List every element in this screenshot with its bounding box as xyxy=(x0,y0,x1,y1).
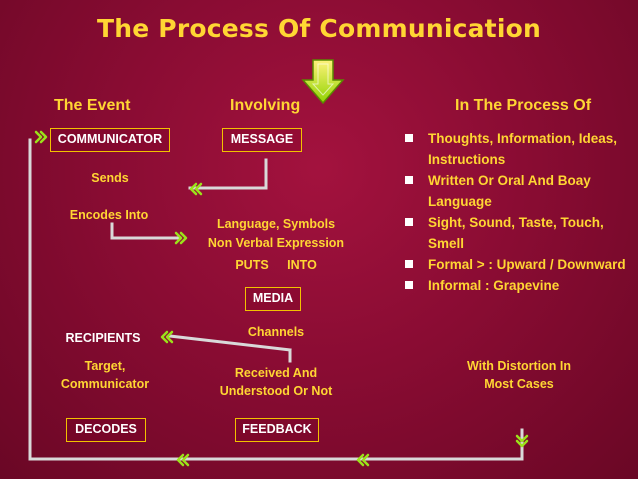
chevron-down-icon xyxy=(515,434,529,448)
chevron-left-icon xyxy=(176,453,190,467)
bullet-square-icon xyxy=(405,218,413,226)
bullet-square-icon xyxy=(405,134,413,142)
puts-label: PUTS xyxy=(235,258,269,272)
bullet-item: Written Or Oral And Boay Language xyxy=(402,170,634,212)
header-event: The Event xyxy=(54,97,131,114)
bullet-item: Thoughts, Information, Ideas, Instructio… xyxy=(402,128,634,170)
bullet-square-icon xyxy=(405,260,413,268)
channels-label: Channels xyxy=(247,325,305,339)
target-label-2: Communicator xyxy=(60,377,150,391)
received-label-1: Received And xyxy=(234,366,318,380)
page-title: The Process Of Communication xyxy=(97,14,541,43)
bullet-square-icon xyxy=(405,176,413,184)
chevron-right-icon xyxy=(174,231,188,245)
encodes-into-label: Encodes Into xyxy=(69,208,149,222)
distortion-label-1: With Distortion In xyxy=(466,359,572,373)
distortion-label-2: Most Cases xyxy=(484,377,554,391)
communicator-box: COMMUNICATOR xyxy=(50,128,170,152)
feedback-box: FEEDBACK xyxy=(235,418,319,442)
chevron-right-icon xyxy=(34,130,48,144)
sends-label: Sends xyxy=(91,171,129,185)
chevron-left-icon xyxy=(189,182,203,196)
down-arrow-icon xyxy=(301,59,345,105)
recipients-label: RECIPIENTS xyxy=(65,331,141,345)
chevron-left-icon xyxy=(356,453,370,467)
received-label-2: Understood Or Not xyxy=(219,384,333,398)
message-box: MESSAGE xyxy=(222,128,302,152)
bullet-item: Sight, Sound, Taste, Touch, Smell xyxy=(402,212,634,254)
language-label-1: Language, Symbols xyxy=(216,217,336,231)
header-process-of: In The Process Of xyxy=(455,97,592,114)
bullet-item: Informal : Grapevine xyxy=(402,275,634,296)
process-bullet-list: Thoughts, Information, Ideas, Instructio… xyxy=(402,128,634,296)
media-box: MEDIA xyxy=(245,287,301,311)
decodes-box: DECODES xyxy=(66,418,146,442)
target-label-1: Target, xyxy=(84,359,126,373)
bullet-square-icon xyxy=(405,281,413,289)
into-label: INTO xyxy=(287,258,317,272)
bullet-item: Formal > : Upward / Downward xyxy=(402,254,634,275)
language-label-2: Non Verbal Expression xyxy=(207,236,345,250)
chevron-left-icon xyxy=(160,330,174,344)
header-involving: Involving xyxy=(230,97,301,114)
